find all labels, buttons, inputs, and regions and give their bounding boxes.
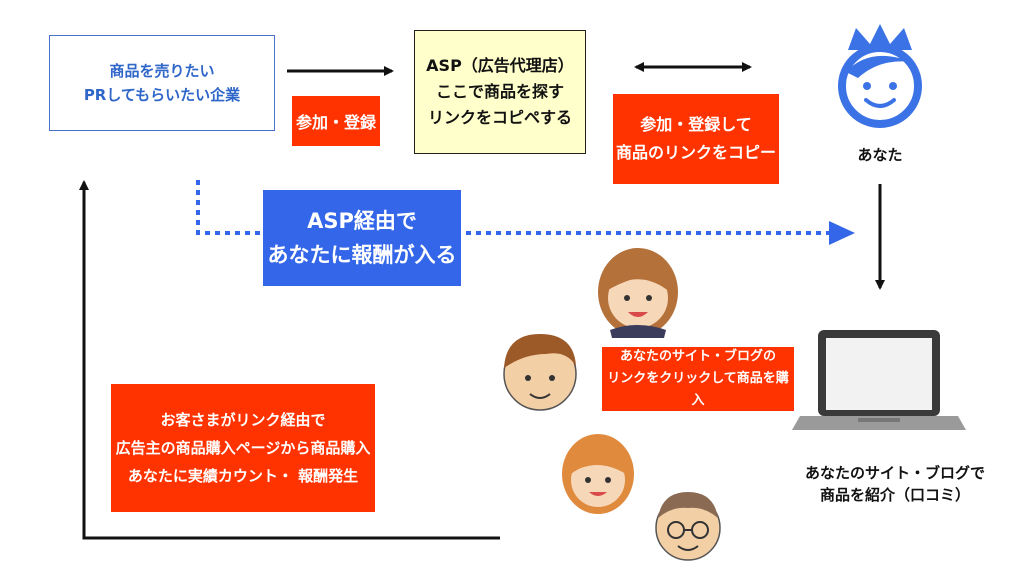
girl-icon — [562, 434, 634, 514]
buy-line-2: リンクをクリックして商品を購入 — [607, 371, 789, 408]
man-icon — [503, 334, 577, 411]
buy-line-1: あなたのサイト・ブログの — [619, 349, 776, 364]
advertiser-box: 商品を売りたい PRしてもらいたい企業 — [49, 35, 275, 131]
reward-dotted-path — [196, 180, 263, 235]
you-label: あなた — [857, 146, 903, 164]
join-label: 参加・登録 — [292, 96, 380, 146]
join-copy-line-1: 参加・登録して — [640, 115, 752, 134]
asp-line-2: ここで商品を探す — [435, 82, 564, 101]
laptop-caption-line-2: 商品を紹介（口コミ） — [819, 486, 970, 504]
report-label: お客さまがリンク経由で 広告主の商品購入ページから商品購入 あなたに実績カウント… — [111, 384, 375, 512]
join-copy-line-2: 商品のリンクをコピー — [615, 143, 776, 162]
join-copy-label: 参加・登録して 商品のリンクをコピー — [613, 94, 779, 184]
reward-line-2: あなたに報酬が入る — [267, 243, 457, 267]
asp-box: ASP（広告代理店） ここで商品を探す リンクをコピペする — [414, 30, 586, 154]
report-line-2: 広告主の商品購入ページから商品購入 — [115, 439, 371, 457]
asp-line-3: リンクをコピペする — [427, 108, 572, 127]
laptop-icon — [792, 330, 966, 430]
woman-icon — [598, 248, 678, 338]
laptop-caption-line-1: あなたのサイト・ブログで — [804, 464, 985, 482]
reward-line-1: ASP経由で — [307, 209, 417, 233]
asp-line-1: ASP（広告代理店） — [426, 56, 574, 75]
report-line-1: お客さまがリンク経由で — [160, 411, 326, 429]
buy-label: あなたのサイト・ブログの リンクをクリックして商品を購入 — [602, 347, 794, 411]
laptop-caption: あなたのサイト・ブログで 商品を紹介（口コミ） — [770, 462, 1020, 506]
crown-smiley-icon — [838, 24, 922, 128]
advertiser-line-1: 商品を売りたい — [109, 62, 215, 80]
advertiser-line-2: PRしてもらいたい企業 — [83, 86, 241, 104]
return-path-line — [79, 180, 500, 540]
reward-arrow-head — [829, 221, 855, 245]
reward-label: ASP経由で あなたに報酬が入る — [263, 190, 461, 286]
glasses-man-icon — [655, 492, 721, 561]
report-line-3: あなたに実績カウント・ 報酬発生 — [127, 467, 359, 485]
